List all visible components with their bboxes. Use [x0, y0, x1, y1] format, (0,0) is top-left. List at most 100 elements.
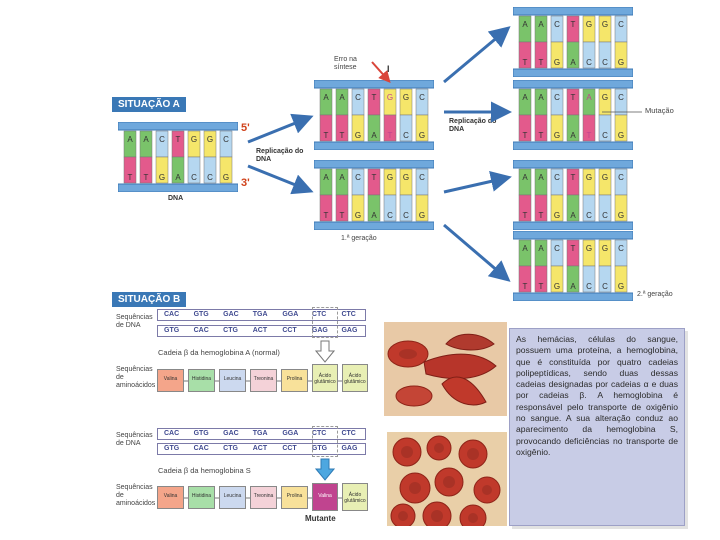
base-letter: T — [571, 173, 576, 182]
base-letter: A — [522, 244, 528, 253]
codon: CCT — [282, 445, 297, 452]
base-letter: G — [554, 211, 560, 220]
sickle-red-cells-photo — [387, 432, 507, 526]
base-pair-bottom — [566, 41, 580, 69]
base-letter: C — [602, 131, 608, 140]
aa-valina: Valina — [157, 369, 184, 392]
base-letter: T — [523, 211, 528, 220]
chain-label-mutant: Cadeia β da hemoglobina S — [158, 466, 251, 475]
base-letter: T — [571, 93, 576, 102]
base-pair-bottom — [319, 194, 333, 222]
base-pair-bottom — [383, 114, 397, 142]
base-letter: C — [403, 131, 409, 140]
base-letter: T — [388, 131, 393, 140]
base-letter: A — [538, 20, 544, 29]
base-letter: G — [618, 58, 624, 67]
aa-treonina: Treonina — [250, 369, 277, 392]
base-letter: C — [355, 93, 361, 102]
base-letter: C — [618, 244, 624, 253]
arrow-to-gen1-normal — [247, 164, 314, 195]
base-pair-bottom — [550, 114, 564, 142]
second-generation-label: 2.ª geração — [637, 291, 673, 298]
dna-seq-label-mutant: Sequências de DNA — [116, 432, 153, 447]
base-letter: A — [570, 131, 576, 140]
base-letter: C — [586, 211, 592, 220]
base-letter: C — [602, 282, 608, 291]
base-letter: G — [586, 173, 592, 182]
base-letter: G — [554, 58, 560, 67]
codon: CTG — [223, 327, 238, 334]
base-letter: A — [143, 135, 149, 144]
base-letter: T — [144, 173, 149, 182]
codon: CAC — [164, 311, 180, 318]
base-pair-bottom — [415, 114, 429, 142]
base-letter: T — [324, 131, 329, 140]
aa-histidina: Histidina — [188, 486, 215, 509]
error-mark: I — [387, 64, 390, 74]
codon: TGA — [252, 311, 268, 318]
base-letter: A — [371, 131, 377, 140]
base-letter: T — [523, 282, 528, 291]
base-letter: G — [602, 173, 608, 182]
codon: GAG — [341, 445, 358, 452]
base-pair-bottom — [518, 265, 532, 293]
base-letter: A — [538, 173, 544, 182]
codon-highlight-normal — [312, 307, 338, 338]
dna-label: DNA — [168, 195, 184, 202]
base-pair-bottom — [171, 156, 185, 184]
aa-valina-mutant: Valina — [312, 483, 338, 511]
base-pair-bottom — [550, 41, 564, 69]
base-letter: G — [618, 211, 624, 220]
base-letter: C — [223, 135, 229, 144]
error-arrow — [371, 61, 391, 83]
base-pair-bottom — [351, 114, 365, 142]
base-letter: C — [602, 211, 608, 220]
codon: CCT — [282, 327, 297, 334]
base-letter: C — [618, 20, 624, 29]
base-letter: A — [522, 20, 528, 29]
base-letter: C — [207, 173, 213, 182]
arrow-to-gen2-4 — [443, 223, 511, 282]
base-letter: T — [340, 211, 345, 220]
codon: ACT — [252, 327, 268, 334]
base-letter: C — [618, 173, 624, 182]
base-letter: T — [176, 135, 181, 144]
base-pair-bottom — [614, 194, 628, 222]
aa-acido-glutamico: Ácido glutâmico — [342, 364, 368, 392]
peptide-bonds-normal — [184, 380, 342, 382]
codon: GAG — [311, 327, 328, 334]
base-pair-bottom — [518, 41, 532, 69]
base-letter: G — [602, 20, 608, 29]
base-letter: A — [586, 93, 592, 102]
aa-acido-glutamico: Ácido glutâmico — [342, 483, 368, 511]
base-pair-bottom — [614, 41, 628, 69]
base-letter: T — [539, 131, 544, 140]
codon: GTG — [193, 430, 209, 437]
replication-label-1: Replicação do DNA — [256, 148, 304, 163]
base-pair-bottom — [335, 194, 349, 222]
codon: CTC — [311, 430, 327, 437]
base-pair-bottom — [123, 156, 137, 184]
base-letter: C — [554, 93, 560, 102]
base-pair-bottom — [219, 156, 233, 184]
base-letter: G — [586, 244, 592, 253]
dna-strand1-normal: CAC GTG GAC TGA GGA CTC CTC — [157, 309, 366, 321]
base-letter: G — [387, 93, 393, 102]
base-pair-bottom — [534, 265, 548, 293]
base-letter: C — [355, 173, 361, 182]
base-letter: C — [554, 244, 560, 253]
base-letter: G — [419, 131, 425, 140]
base-pair-bottom — [187, 156, 201, 184]
base-letter: A — [175, 173, 181, 182]
base-letter: G — [602, 244, 608, 253]
codon: CTG — [223, 445, 238, 452]
base-pair-bottom — [335, 114, 349, 142]
base-pair-bottom — [139, 156, 153, 184]
base-letter: T — [587, 131, 592, 140]
base-letter: G — [602, 93, 608, 102]
codon: CAC — [164, 430, 180, 437]
base-letter: G — [355, 131, 361, 140]
base-letter: C — [403, 211, 409, 220]
